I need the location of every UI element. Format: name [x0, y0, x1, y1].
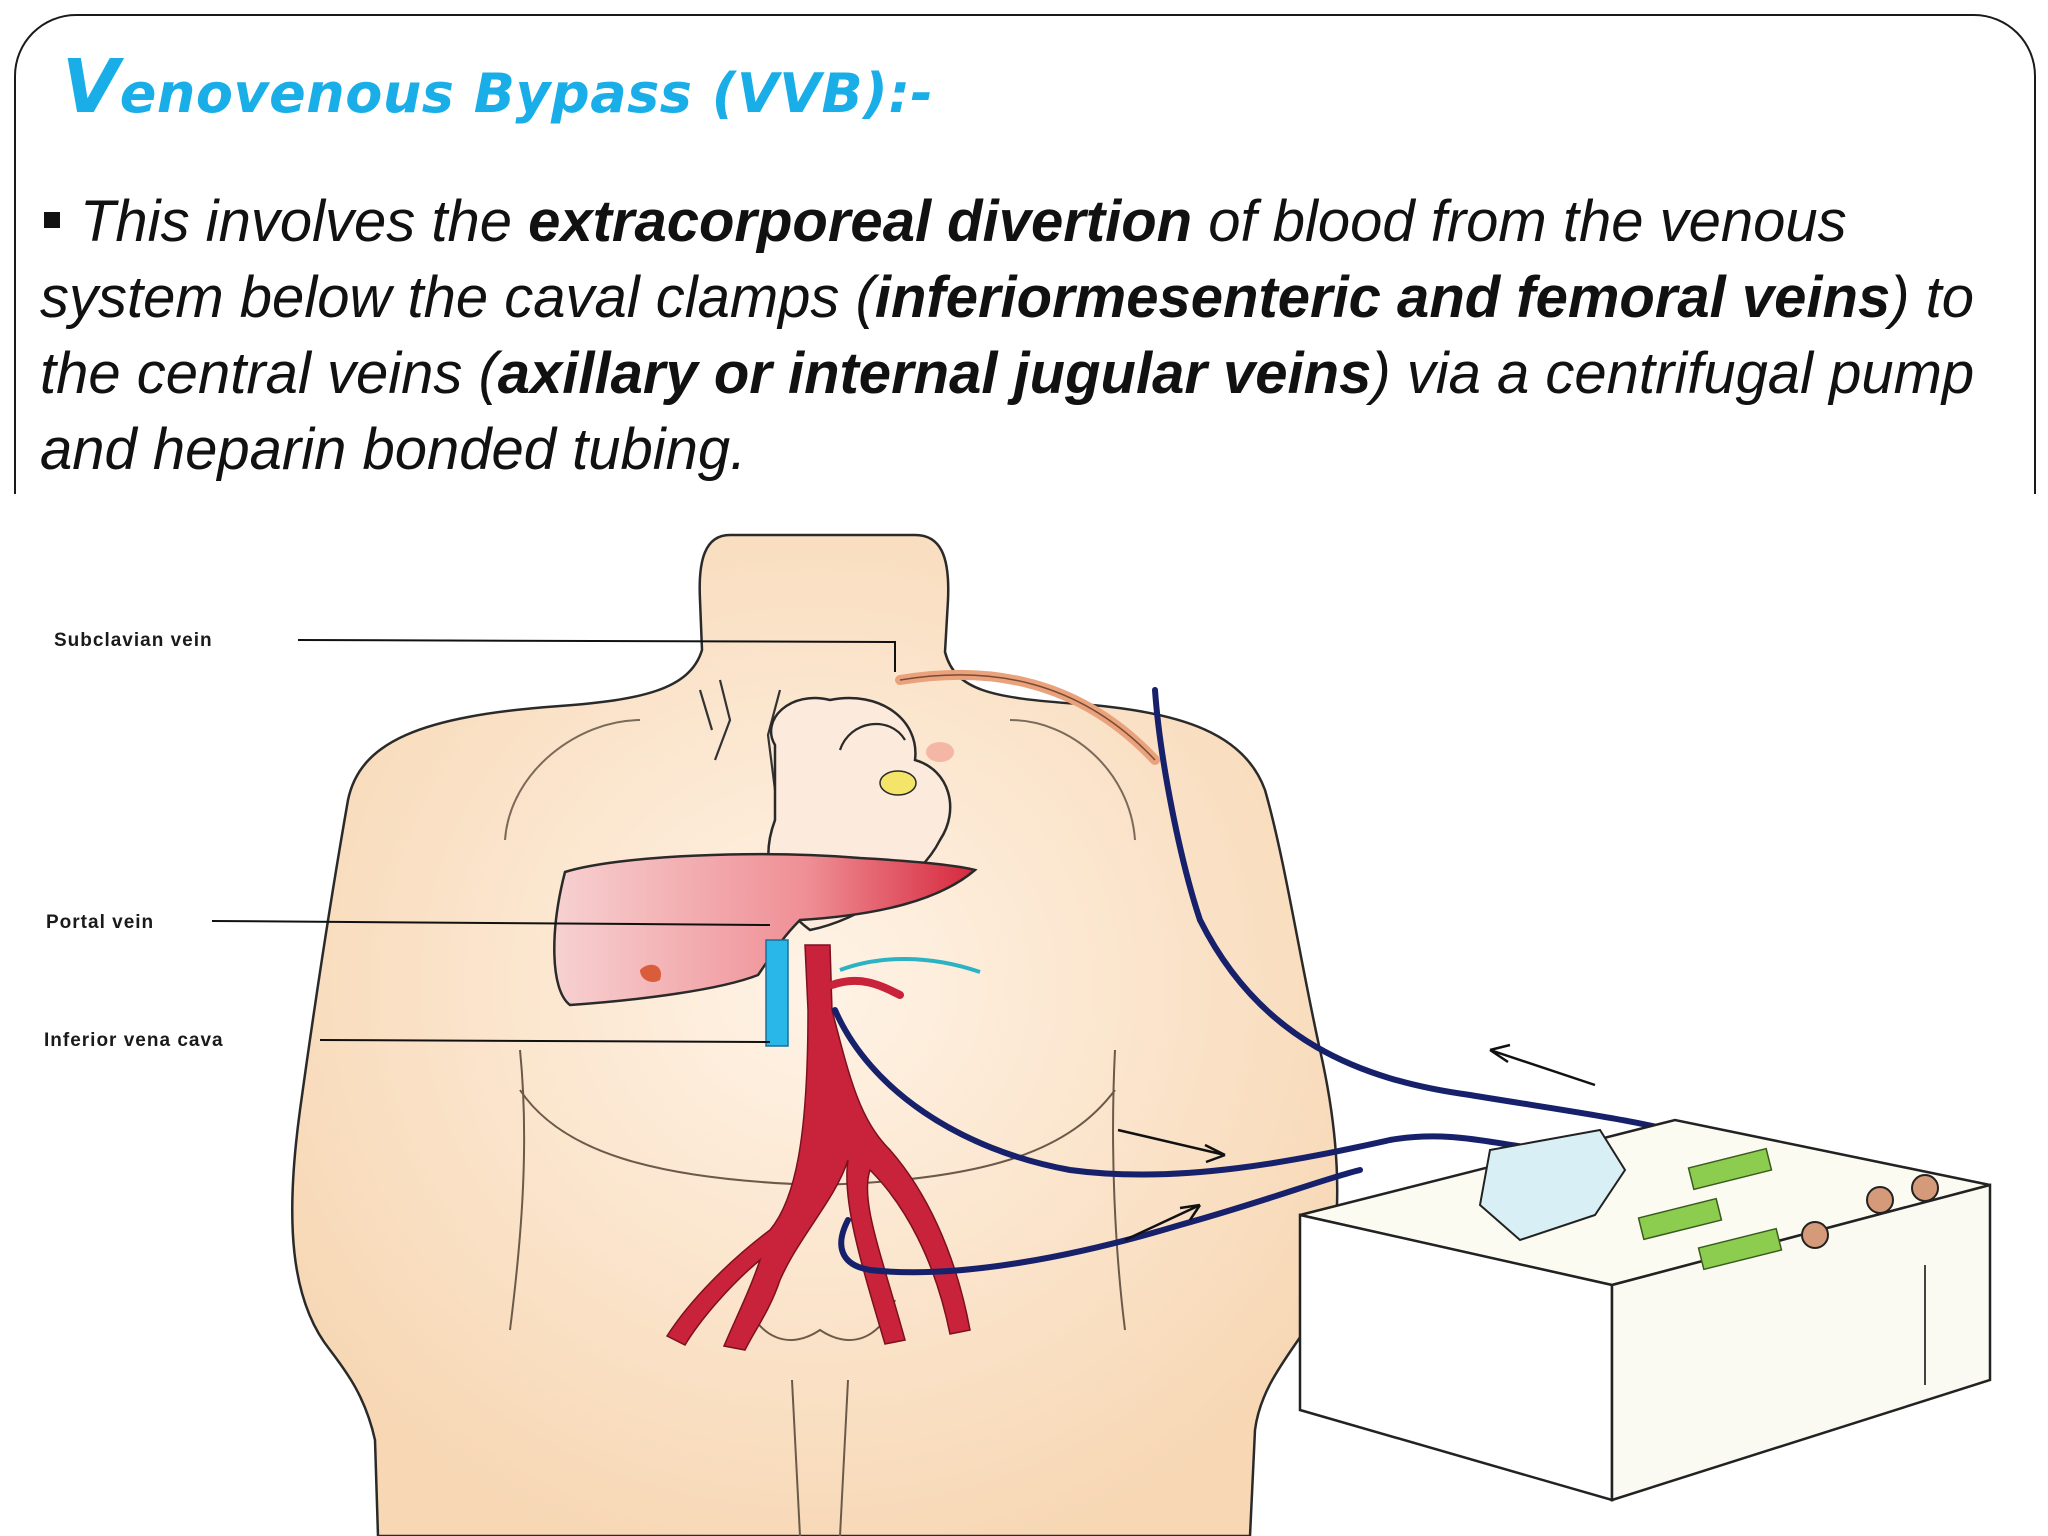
axillary-vein-outline: [899, 674, 1156, 761]
pump-display-1: [1687, 1147, 1773, 1191]
paragraph-text: ) via a centrifugal pump and heparin bon…: [40, 341, 1975, 482]
label-inferior-vena-cava: Inferior vena cava: [44, 1030, 224, 1051]
aorta-iliac-arteries: [665, 944, 971, 1351]
pump-head: [1478, 1128, 1627, 1242]
emphasis-text: extracorporeal divertion: [528, 189, 1193, 254]
inferior-vena-cava: [765, 939, 789, 1047]
arm-line-left: [509, 1049, 526, 1331]
flow-arrow-femoral: [1124, 1203, 1202, 1242]
aorta-arch: [838, 722, 906, 751]
paragraph-text: This involves the: [80, 189, 529, 254]
slide-frame: [14, 14, 2036, 494]
square-bullet-icon: [44, 211, 60, 228]
pump-knob-3: [1801, 1221, 1829, 1249]
gallbladder: [640, 964, 661, 982]
slide-title: Venovenous Bypass (VVB):-: [62, 44, 933, 130]
title-rest: enovenous Bypass (VVB):-: [119, 62, 934, 125]
bullet-paragraph: This involves the extracorporeal diverti…: [40, 184, 2030, 488]
paragraph-text: ) to the central veins (: [40, 265, 1975, 406]
leader-portal: [211, 920, 771, 926]
liver: [553, 853, 978, 1007]
arm-line-right: [1112, 1049, 1126, 1331]
atrium-highlight: [879, 770, 917, 796]
emphasis-text: axillary or internal jugular veins: [497, 341, 1372, 406]
paragraph-content: This involves the extracorporeal diverti…: [40, 189, 1974, 482]
paragraph-text: of blood from the venous system below th…: [40, 189, 1847, 330]
emphasis-text: inferiormesenteric and femoral veins: [874, 265, 1891, 330]
leg-divider: [791, 1379, 849, 1536]
leader-ivc: [319, 1039, 771, 1043]
pump-knob-1: [1866, 1186, 1894, 1214]
label-subclavian-vein: Subclavian vein: [54, 630, 213, 651]
rib-outline: [504, 719, 1136, 841]
label-portal-vein: Portal vein: [46, 912, 154, 933]
return-tubing: [1152, 687, 1713, 1143]
centrifugal-pump: [1298, 1118, 1992, 1502]
pump-knob-2: [1911, 1174, 1939, 1202]
pulmonary-blush: [926, 742, 954, 762]
mesenteric-veins: [839, 957, 981, 974]
venovenous-bypass-illustration: Subclavian vein Portal vein Inferior ven…: [44, 533, 1992, 1536]
flow-arrow-portal: [1117, 1128, 1226, 1164]
femoral-inflow-tubing: [838, 1167, 1363, 1276]
flow-arrow-return: [1489, 1043, 1596, 1087]
renal-artery: [828, 976, 904, 999]
portal-inflow-tubing: [832, 1007, 1563, 1178]
pump-display-2: [1637, 1197, 1723, 1241]
groin-line: [744, 1299, 896, 1341]
jugular-veins: [698, 679, 782, 791]
pump-display-3: [1697, 1227, 1783, 1271]
leader-subclavian: [297, 639, 896, 672]
title-initial: V: [62, 44, 120, 130]
